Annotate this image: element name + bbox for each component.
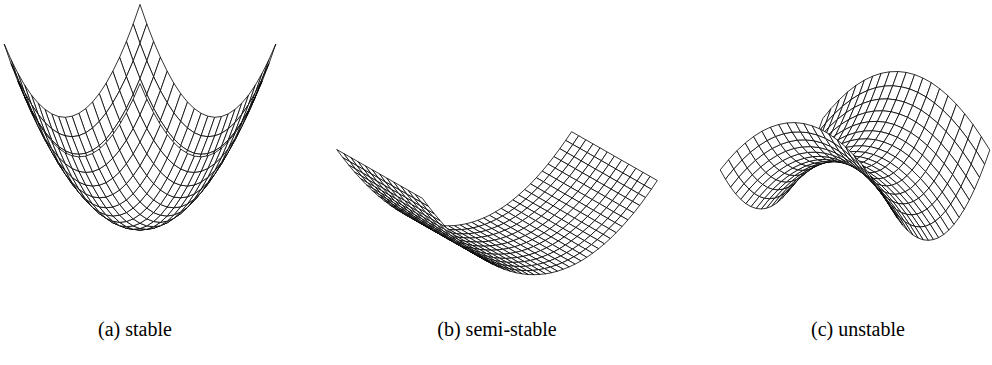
subfigure-caption: (b) semi-stable bbox=[437, 318, 556, 341]
subfigure-caption: (a) stable bbox=[98, 318, 172, 341]
semi-stable-trough-surface bbox=[337, 132, 658, 275]
unstable-saddle-surface bbox=[720, 72, 990, 241]
subfigure-caption: (c) unstable bbox=[811, 318, 905, 341]
stable-bowl-surface bbox=[4, 4, 276, 230]
